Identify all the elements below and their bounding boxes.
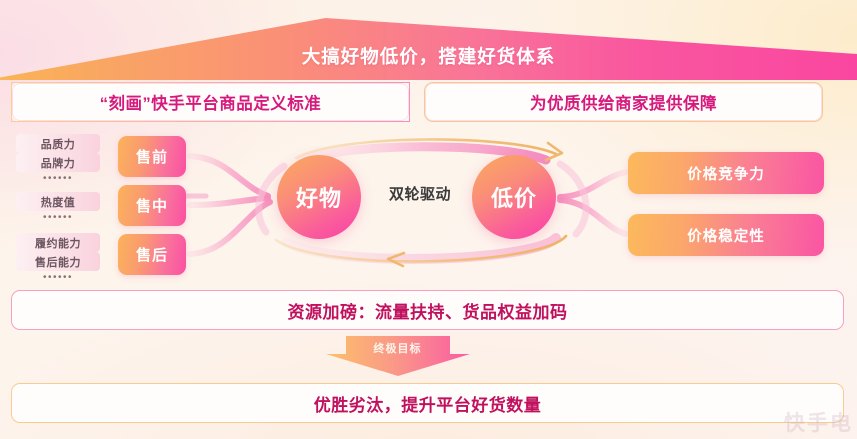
right-box-price-stability: 价格稳定性: [628, 214, 824, 256]
dual-drive-label: 双轮驱动: [388, 186, 451, 203]
watermark: 快手电: [784, 412, 853, 435]
attribute-pill-heat: 热度值: [16, 192, 100, 211]
ultimate-goal-label: 终极目标: [373, 343, 422, 355]
stage-button-presale[interactable]: 售前: [118, 136, 186, 177]
cycle-arrowhead-right: [544, 141, 564, 162]
right-box-price-competitiveness: 价格竞争力: [628, 152, 824, 194]
circle-low-price: 低价: [472, 155, 556, 239]
attribute-pill-fulfillment: 履约能力: [16, 233, 100, 252]
right-connector-ribbons: [557, 169, 629, 237]
final-goal-bar: 优胜劣汰，提升平台好货数量: [11, 383, 844, 423]
attribute-pill-aftersales: 售后能力: [16, 252, 100, 271]
attribute-pill-brand: 品牌力: [16, 153, 100, 172]
cycle-arrowhead-left: [386, 251, 406, 268]
ultimate-goal-arrow: [326, 336, 470, 376]
resource-support-bar: 资源加磅：流量扶持、货品权益加码: [11, 290, 844, 330]
stage-button-aftersale[interactable]: 售后: [118, 234, 186, 275]
attribute-ellipsis-3: ••••••: [42, 271, 73, 283]
stage-button-insale[interactable]: 售中: [118, 185, 186, 226]
attribute-pill-quality: 品质力: [16, 134, 100, 153]
wheel-halo: [255, 160, 590, 238]
title-banner-text: 大搞好物低价，搭建好货体系: [301, 46, 556, 67]
cycle-arc-bottom: [274, 233, 568, 268]
attribute-ellipsis-2: ••••••: [42, 211, 73, 223]
circle-good-product: 好物: [277, 155, 361, 239]
header-box-right: 为优质供给商家提供保障: [424, 82, 823, 122]
header-box-left: “刻画”快手平台商品定义标准: [11, 82, 410, 122]
attribute-ellipsis-1: ••••••: [42, 172, 73, 184]
